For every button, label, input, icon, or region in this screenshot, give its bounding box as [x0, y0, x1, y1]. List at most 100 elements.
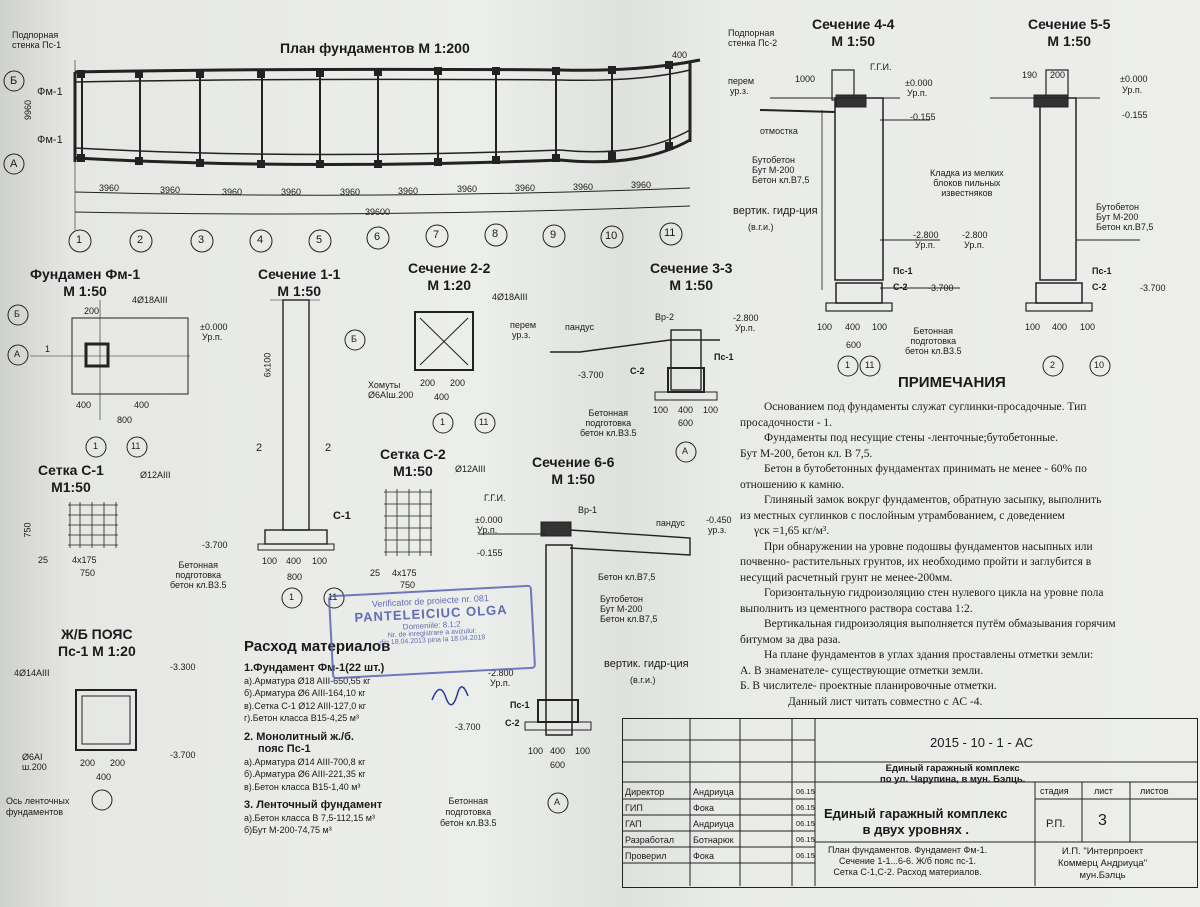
tb-name-4: Фока [693, 851, 714, 861]
plan-title: План фундаментов М 1:200 [280, 40, 470, 56]
sec44-vert: вертик. гидр-ция [733, 205, 818, 217]
sec55-ps1: Пс-1 [1092, 266, 1112, 276]
mat-line-7: а).Арматура Ø14 AIII-700,8 кг [244, 756, 366, 767]
note-line-14: Вертикальная гидроизоляция выполняется п… [764, 618, 1116, 630]
sec33-urz: ур.з. [512, 330, 531, 340]
sec33-ps1: Пс-1 [714, 352, 734, 362]
mat-line-8: б).Арматура Ø6 AIII-221,35 кг [244, 769, 366, 779]
sec55-zero: ±0.000 [1120, 74, 1148, 84]
note-line-17: А. В знаменателе- существующие отметки з… [740, 664, 984, 677]
axis-5: 5 [316, 234, 323, 246]
note-line-13: выполнить из цементного раствора состава… [740, 602, 973, 615]
tb-role-4: Проверил [625, 851, 667, 861]
note-line-2: Фундаменты под несущие стены -ленточные;… [764, 432, 1058, 444]
sec33-up: Ур.п. [735, 323, 756, 333]
sec44-axis-11: 11 [865, 360, 875, 370]
sec11-mark-left: 2 [256, 442, 263, 454]
tb-desc: План фундаментов. Фундамент Фм-1.Сечение… [828, 845, 988, 877]
sec11-dim-a: 100 [262, 556, 278, 566]
fm1-d200: 200 [84, 306, 100, 316]
belt-top: -3.300 [170, 662, 196, 672]
sec66-b75: Бетон кл.В7,5 [598, 572, 656, 582]
sec55-dim-a: 100 [1025, 322, 1041, 332]
sec66-dim-a: 100 [528, 746, 544, 756]
sec44-zero: ±0.000 [905, 78, 933, 88]
sec22-d200-b: 200 [450, 378, 466, 388]
sec55-dim-b: 400 [1052, 322, 1068, 332]
row-a-label: А [10, 158, 18, 170]
sec55-up2: Ур.п. [964, 240, 985, 250]
belt-d400: 400 [96, 772, 112, 782]
axis-3: 3 [198, 234, 205, 246]
c2-grid: 4x175 [392, 568, 417, 578]
sec44-dim-a: 100 [817, 322, 833, 332]
note-line-4: Бетон в бутобетонных фундаментах принима… [764, 463, 1087, 475]
notes-body: Основанием под фундаменты служат суглинк… [740, 400, 1195, 710]
note-line-16: На плане фундаментов в углах здания прос… [764, 649, 1094, 661]
fm1-axis-1: 1 [93, 441, 99, 451]
sec11-dim-b: 400 [286, 556, 302, 566]
note-line-3: Бут М-200, бетон кл. В 7,5. [740, 447, 873, 460]
note-line-12: Горизонтальную гидроизоляцию стен нулево… [764, 587, 1104, 599]
note-line-1: просадочности - 1. [740, 416, 833, 429]
tb-date-1: 06.15 [796, 803, 815, 812]
c2-d25: 25 [370, 568, 381, 578]
tb-name-1: Фока [693, 803, 714, 813]
span-3: 3960 [222, 187, 243, 197]
notes-title: ПРИМЕЧАНИЯ [898, 374, 1006, 391]
c1-d25: 25 [38, 555, 49, 565]
sec66-neg2800: -2.800 [488, 668, 514, 678]
note-line-11: несущий расчетный грунт не менее-200мм. [740, 571, 953, 584]
sec44-perem: перем [728, 76, 755, 86]
axis-1: 1 [76, 234, 83, 246]
span-10: 3960 [631, 180, 652, 190]
tb-role-0: Директор [625, 787, 665, 797]
materials-title: Расход материалов [244, 638, 391, 655]
note-line-5: отношению к камню. [740, 478, 845, 491]
sec44-neg2800: -2.800 [913, 230, 939, 240]
tb-hdr-sheets: листов [1140, 786, 1169, 796]
sec22-axis-11: 11 [479, 417, 489, 427]
sec33-neg2800: -2.800 [733, 313, 759, 323]
c2-rebar: Ø12AIII [455, 464, 486, 474]
sec55-up: Ур.п. [1122, 85, 1143, 95]
plan-dim-400: 400 [672, 50, 688, 60]
sec44-dim-b: 400 [845, 322, 861, 332]
fm1-d400-b: 400 [134, 400, 150, 410]
mat-line-11: а).Бетон класса В 7,5-112,15 м³ [244, 812, 375, 823]
sec44-otm: отмостка [760, 126, 798, 136]
sec11-axis-11: 11 [328, 592, 338, 602]
mat-line-9: в).Бетон класса В15-1,40 м³ [244, 781, 361, 792]
sec66-neg450: -0.450 [706, 515, 732, 525]
axis-2: 2 [137, 234, 144, 246]
sec55-neg155: -0.155 [1122, 110, 1148, 120]
span-5: 3960 [340, 187, 361, 197]
sec11-zero: ±0.000 [200, 322, 228, 332]
note-line-10: почвенно- растительных грунтов, их необх… [740, 556, 1092, 568]
span-1: 3960 [99, 183, 120, 193]
tb-code: 2015 - 10 - 1 - АС [930, 735, 1034, 750]
title-block [622, 718, 1198, 888]
sec55-d200: 200 [1050, 70, 1066, 80]
tb-name-0: Андриуца [693, 787, 734, 797]
sec11-neg3700: -3.700 [202, 540, 228, 550]
sec66-vert: вертик. гидр-ция [604, 658, 689, 670]
span-6: 3960 [398, 186, 419, 196]
span-4: 3960 [281, 187, 302, 197]
mat-line-5: 2. Монолитный ж./б. [244, 730, 354, 743]
sec66-vgi: (в.г.и.) [630, 675, 656, 685]
sec66-pandus: пандус [656, 518, 685, 528]
note-line-9: При обнаружении на уровне подошвы фундам… [764, 540, 1093, 553]
mat-line-2: б).Арматура Ø6 AIII-164,10 кг [244, 688, 366, 698]
